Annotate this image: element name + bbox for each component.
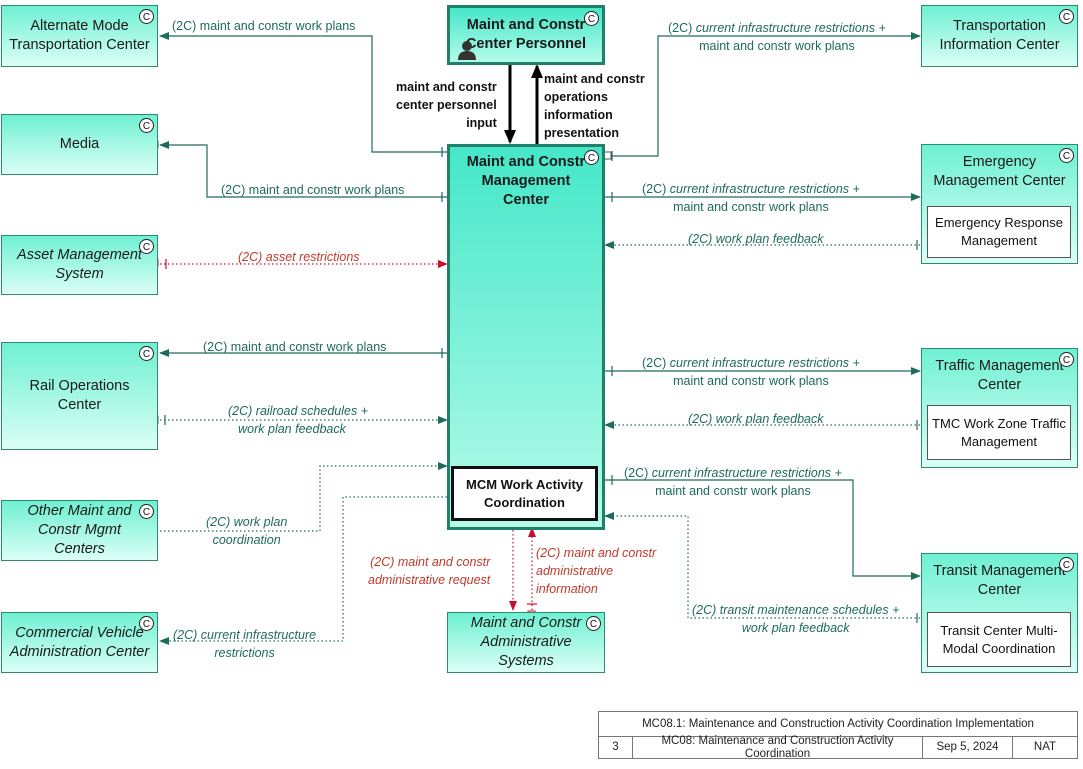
legend-package: MC08: Maintenance and Construction Activ… [633, 735, 923, 760]
label-from-transit: (2C) transit maintenance schedules + wor… [692, 603, 900, 635]
person-icon [458, 41, 476, 60]
label-asset-restrictions: (2C) asset restrictions [238, 250, 360, 264]
node-rail-operations-center[interactable]: Rail Operations Center C [1, 342, 158, 450]
label-to-media: (2C) maint and constr work plans [221, 183, 405, 197]
flow-to-transit [605, 479, 921, 580]
component-c-icon: C [139, 346, 154, 361]
component-c-icon: C [584, 11, 599, 26]
label-from-rail: (2C) railroad schedules + work plan feed… [228, 404, 368, 436]
component-c-icon: C [584, 150, 599, 165]
legend-title: MC08.1: Maintenance and Construction Act… [599, 712, 1077, 737]
legend-number: 3 [599, 736, 633, 759]
node-transportation-information-center[interactable]: Transportation Information Center C [921, 5, 1078, 67]
label-to-emc: (2C) current infrastructure restrictions… [642, 182, 860, 214]
label-personnel-in: maint and constr center personnel input [396, 80, 497, 130]
transit-center-multi-modal-coordination[interactable]: Transit Center Multi-Modal Coordination [927, 612, 1071, 667]
component-c-icon: C [139, 9, 154, 24]
flow-to-tic [605, 32, 921, 157]
label-personnel-out: maint and constr operations information … [544, 72, 645, 140]
component-c-icon: C [139, 239, 154, 254]
mcm-work-activity-coordination[interactable]: MCM Work Activity Coordination [451, 466, 598, 521]
node-other-maint-constr-mgmt-centers[interactable]: Other Maint and Constr Mgmt Centers C [1, 500, 158, 561]
node-maint-constr-center-personnel[interactable]: Maint and Constr Center Personnel C [447, 5, 605, 65]
label-to-tmc: (2C) current infrastructure restrictions… [642, 356, 860, 388]
label-to-amtc: (2C) maint and constr work plans [172, 19, 356, 33]
component-c-icon: C [139, 118, 154, 133]
node-commercial-vehicle-admin-center[interactable]: Commercial Vehicle Administration Center… [1, 612, 158, 673]
diagram-legend: MC08.1: Maintenance and Construction Act… [598, 711, 1078, 760]
legend-date: Sep 5, 2024 [923, 736, 1013, 759]
component-c-icon: C [1059, 557, 1074, 572]
component-c-icon: C [1059, 352, 1074, 367]
label-admin-request: (2C) maint and constr administrative req… [368, 555, 491, 587]
flow-to-media [159, 141, 449, 198]
label-to-rail: (2C) maint and constr work plans [203, 340, 387, 354]
label-to-transit: (2C) current infrastructure restrictions… [624, 466, 842, 498]
flow-omc [160, 462, 448, 532]
label-omc: (2C) work plan coordination [206, 515, 288, 547]
node-maint-constr-management-center[interactable]: Maint and Constr Management Center C [447, 144, 605, 530]
label-admin-information: (2C) maint and constr administrative inf… [536, 546, 657, 596]
label-cv: (2C) current infrastructure restrictions [173, 628, 317, 660]
component-c-icon: C [586, 616, 601, 631]
node-media[interactable]: Media C [1, 114, 158, 175]
label-from-emc: (2C) work plan feedback [688, 232, 824, 246]
component-c-icon: C [1059, 148, 1074, 163]
node-alternate-mode-transportation-center[interactable]: Alternate Mode Transportation Center C [1, 5, 158, 67]
label-from-tmc: (2C) work plan feedback [688, 412, 824, 426]
component-c-icon: C [139, 616, 154, 631]
node-maint-constr-admin-systems[interactable]: Maint and Constr Administrative Systems … [447, 612, 605, 673]
tmc-work-zone-traffic-management[interactable]: TMC Work Zone Traffic Management [927, 405, 1071, 460]
emergency-response-management[interactable]: Emergency Response Management [927, 206, 1071, 258]
component-c-icon: C [139, 504, 154, 519]
flow-to-amtc [159, 32, 449, 153]
component-c-icon: C [1059, 9, 1074, 24]
flow-to-cv [159, 497, 344, 645]
label-to-tic: (2C) current infrastructure restrictions… [668, 21, 886, 53]
legend-org: NAT [1033, 741, 1057, 753]
node-asset-management-system[interactable]: Asset Management System C [1, 235, 158, 295]
